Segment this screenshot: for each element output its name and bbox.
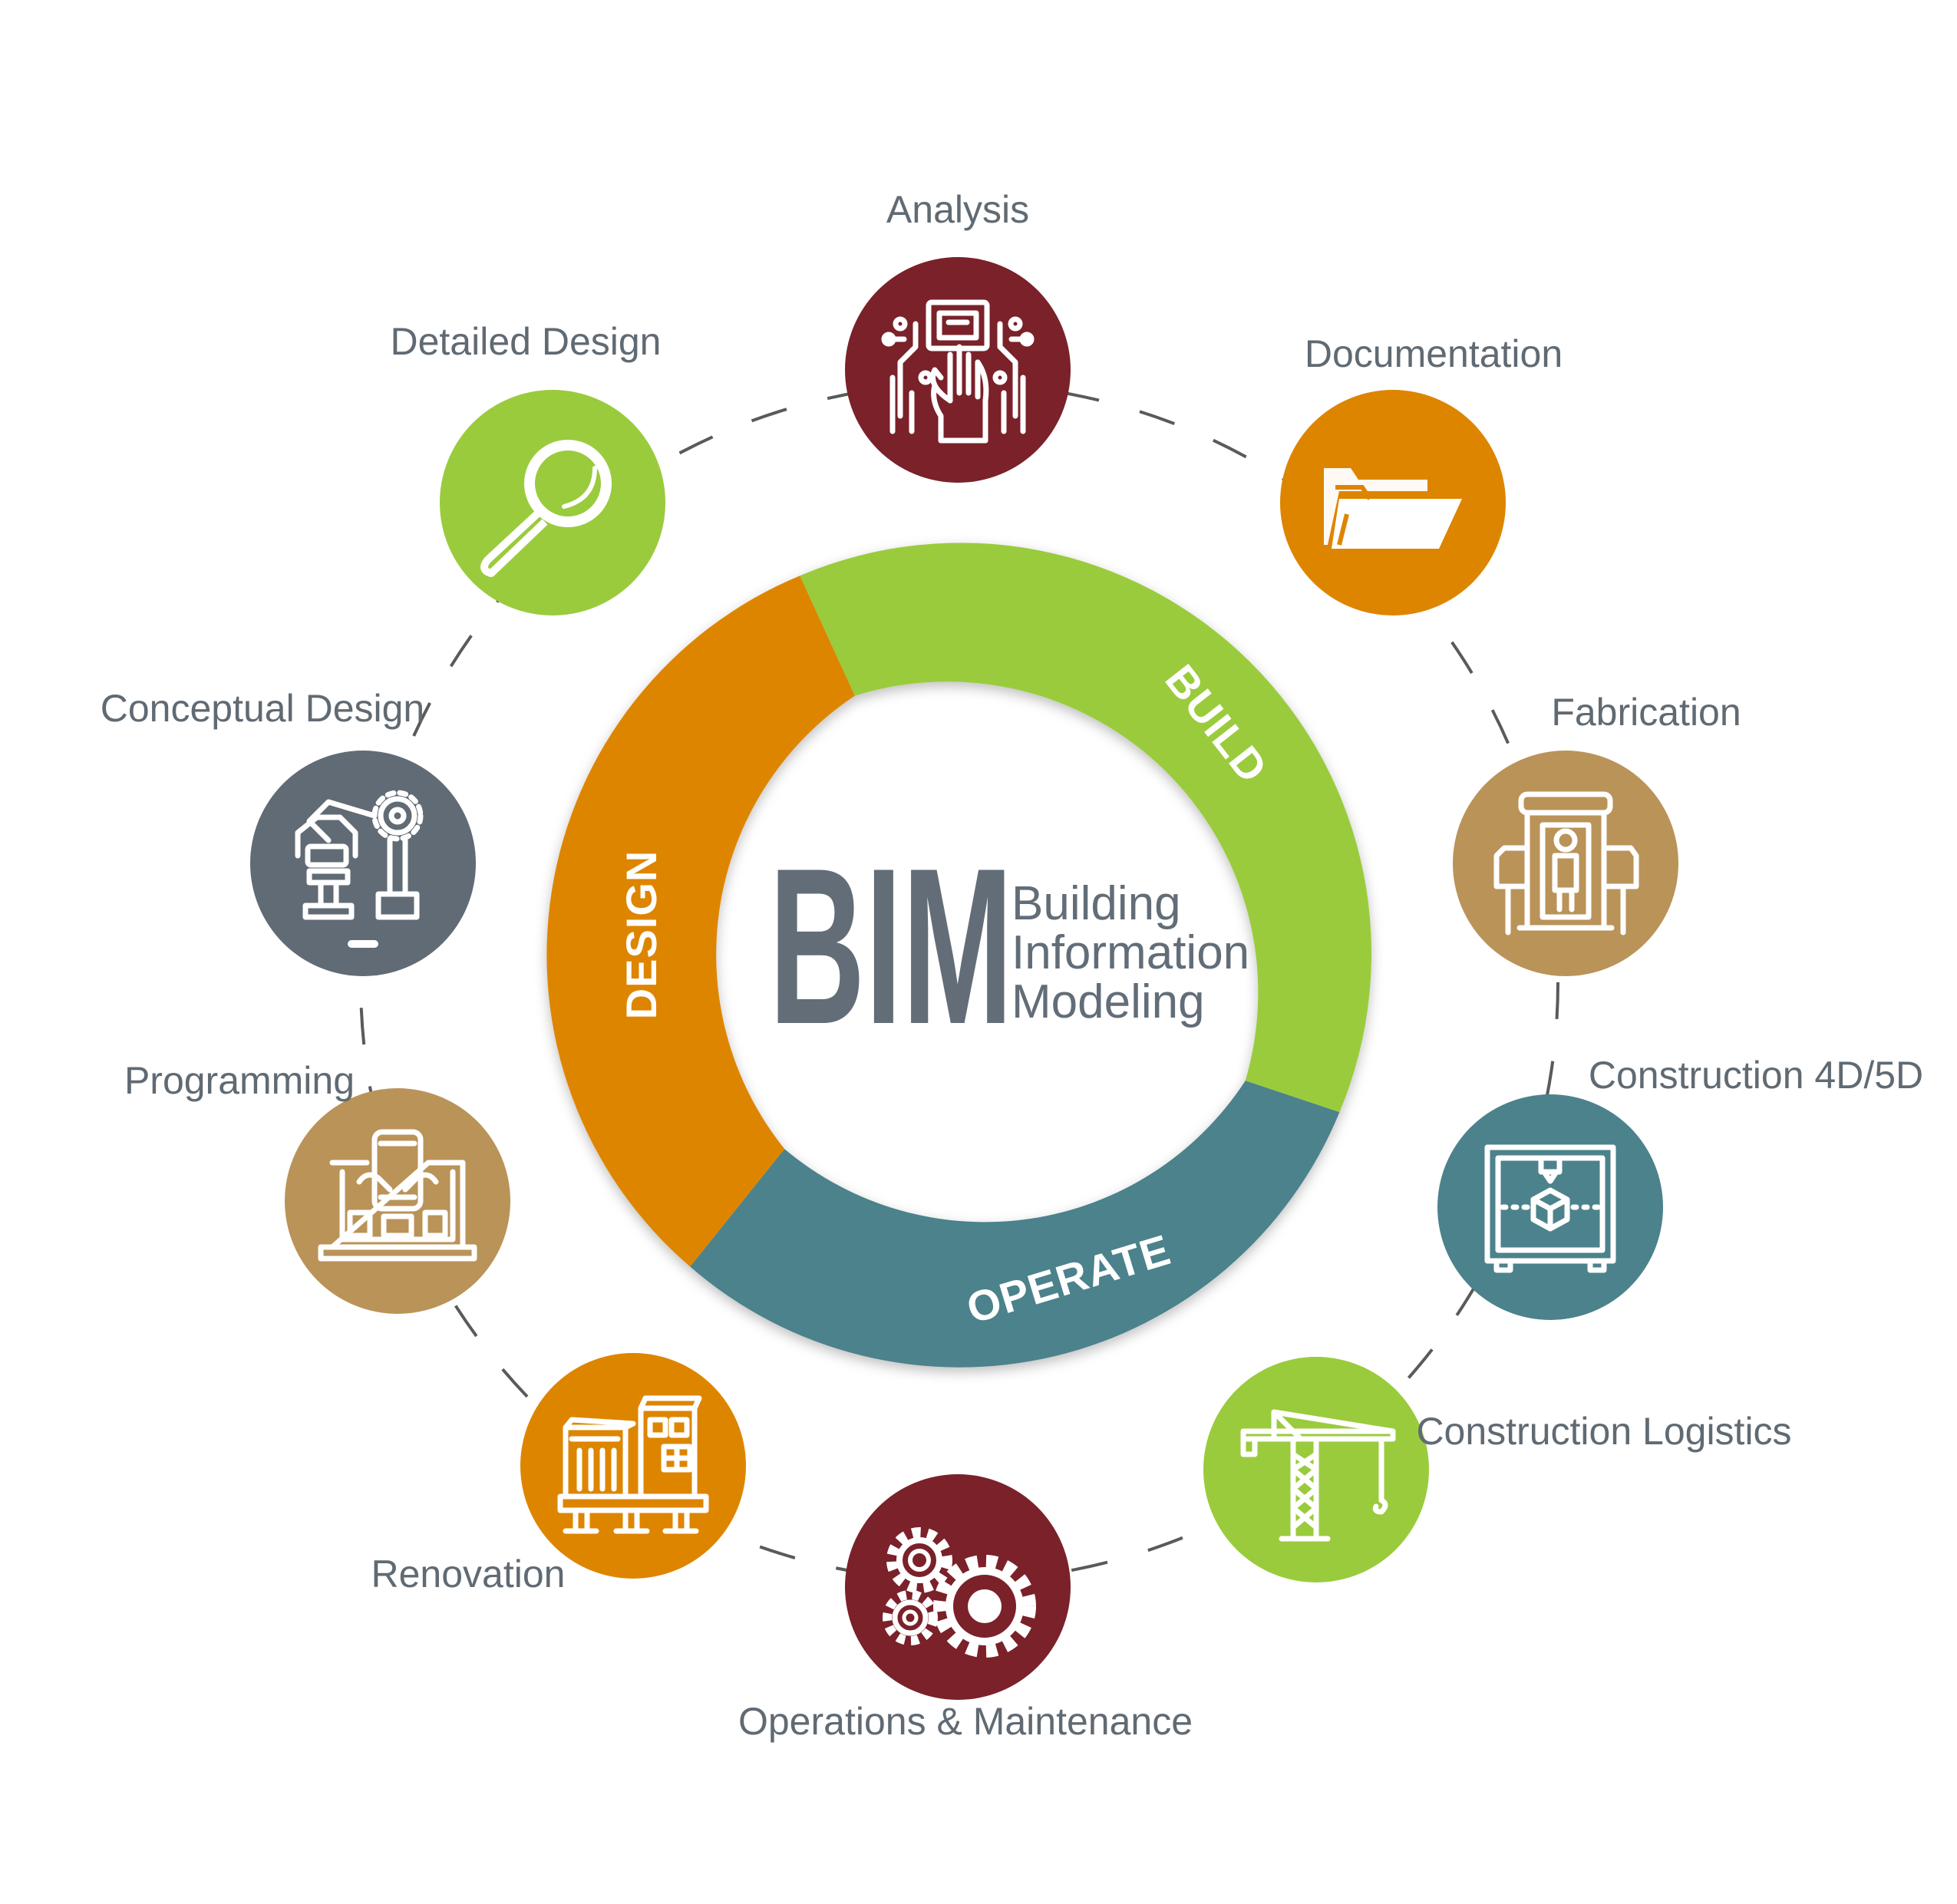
stage-construction-logistics	[1203, 1357, 1429, 1582]
gears-icon	[883, 1527, 1036, 1658]
stage-analysis	[845, 257, 1071, 483]
bim-acronym: BIM	[769, 822, 1013, 1071]
bim-line-building: Building	[1012, 877, 1181, 930]
stage-conceptual-design	[250, 751, 476, 976]
stage-badge-programming	[285, 1088, 510, 1314]
stage-documentation	[1280, 390, 1506, 615]
stage-badge-fabrication	[1453, 751, 1678, 976]
stage-badge-renovation	[520, 1353, 746, 1579]
stage-fabrication	[1453, 751, 1678, 976]
stage-detailed-design	[440, 390, 665, 615]
laptop-phone-icon	[318, 1129, 477, 1262]
hand-circuit-icon	[881, 299, 1035, 444]
stage-label-detailed-design: Detailed Design	[391, 320, 662, 363]
stage-programming	[285, 1088, 510, 1314]
stage-label-renovation: Renovation	[371, 1553, 566, 1595]
3d-printer-icon	[1484, 1144, 1616, 1273]
stage-label-operations-maintenance: Operations & Maintenance	[738, 1700, 1193, 1743]
crane-icon	[1240, 1409, 1396, 1542]
stage-construction-4d5d	[1437, 1094, 1663, 1320]
phase-segment-design	[546, 576, 855, 1267]
bim-line-modeling: Modeling	[1012, 975, 1205, 1028]
orbit-dashed-ring	[359, 382, 1559, 1582]
stage-renovation	[520, 1353, 746, 1579]
stage-label-construction-4d5d: Construction 4D/5D	[1589, 1054, 1923, 1097]
bim-line-information: Information	[1012, 926, 1249, 979]
stage-label-documentation: Documentation	[1305, 332, 1563, 375]
fabrication-booth-icon	[1493, 791, 1639, 936]
buildings-icon	[557, 1395, 709, 1534]
robot-arm-icon	[295, 790, 424, 948]
phase-segment-build	[800, 543, 1372, 1113]
stage-label-conceptual-design: Conceptual Design	[101, 687, 425, 730]
stage-badge-detailed-design	[440, 390, 665, 615]
stage-label-programming: Programming	[124, 1059, 355, 1102]
stage-label-construction-logistics: Construction Logistics	[1416, 1410, 1791, 1453]
phase-label-design: DESIGN	[617, 850, 665, 1020]
stage-label-analysis: Analysis	[886, 188, 1029, 231]
stage-label-fabrication: Fabrication	[1551, 691, 1741, 734]
phase-ring	[546, 543, 1372, 1368]
phase-segment-operate	[690, 1081, 1340, 1368]
folder-icon	[1324, 468, 1462, 549]
magnifier-icon	[480, 440, 612, 577]
stage-operations-maintenance	[845, 1474, 1071, 1700]
